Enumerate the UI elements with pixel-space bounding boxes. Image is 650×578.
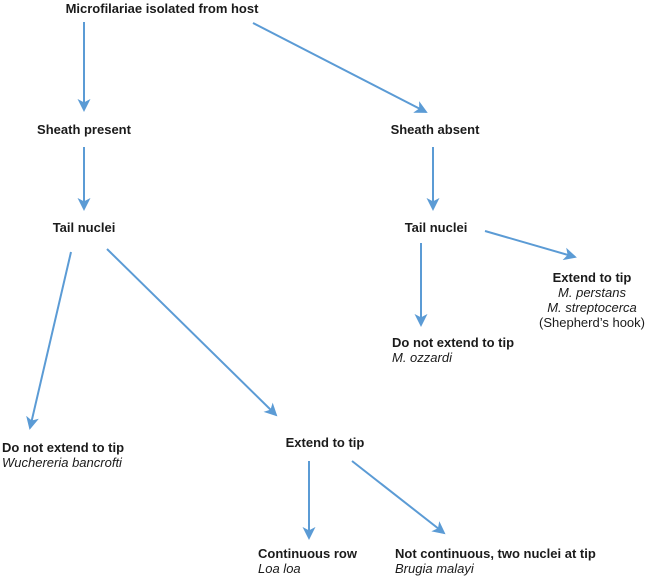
arrow-tail-left-to-do-not-extend (26, 251, 72, 430)
node-continuous-row-label: Continuous row (258, 546, 357, 561)
node-sheath-absent: Sheath absent (391, 122, 480, 137)
arrow-root-to-sheath-absent (252, 22, 428, 113)
node-do-not-extend-right: Do not extend to tip M. ozzardi (392, 335, 514, 365)
node-extend-to-tip-right-label: Extend to tip (552, 270, 632, 285)
node-root: Microfilariae isolated from host (66, 1, 259, 16)
node-tail-nuclei-right: Tail nuclei (405, 220, 468, 235)
node-extend-to-tip-bottom-label: Extend to tip (285, 435, 365, 450)
node-not-continuous: Not continuous, two nuclei at tip Brugia… (395, 546, 596, 576)
species-brugia-malayi: Brugia malayi (395, 561, 474, 576)
node-tail-nuclei-left: Tail nuclei (53, 220, 116, 235)
node-sheath-present: Sheath present (37, 122, 131, 137)
node-extend-to-tip-bottom: Extend to tip (286, 435, 365, 450)
species-wuchereria-bancrofti: Wuchereria bancrofti (2, 455, 122, 470)
species-loa-loa: Loa loa (258, 561, 301, 576)
shepherds-hook-note: (Shepherd’s hook) (539, 315, 645, 330)
node-sheath-present-label: Sheath present (37, 122, 131, 137)
species-m-ozzardi: M. ozzardi (392, 350, 452, 365)
arrow-tail-right-to-extend-tip (484, 230, 577, 261)
node-do-not-extend-left-label: Do not extend to tip (2, 440, 125, 455)
node-extend-to-tip-right: Extend to tip M. perstans M. streptocerc… (539, 270, 645, 330)
node-do-not-extend-right-label: Do not extend to tip (392, 335, 515, 350)
node-do-not-extend-left: Do not extend to tip Wuchereria bancroft… (2, 440, 124, 470)
species-m-streptocerca: M. streptocerca (547, 300, 637, 315)
node-continuous-row: Continuous row Loa loa (258, 546, 357, 576)
arrow-tail-left-to-extend-tip (106, 248, 278, 417)
node-tail-nuclei-right-label: Tail nuclei (404, 220, 468, 235)
node-not-continuous-label: Not continuous, two nuclei at tip (395, 546, 596, 561)
arrow-extend-tip-to-not-continuous (351, 460, 446, 535)
node-root-label: Microfilariae isolated from host (65, 1, 259, 16)
node-sheath-absent-label: Sheath absent (390, 122, 480, 137)
node-tail-nuclei-left-label: Tail nuclei (52, 220, 116, 235)
species-m-perstans: M. perstans (558, 285, 626, 300)
